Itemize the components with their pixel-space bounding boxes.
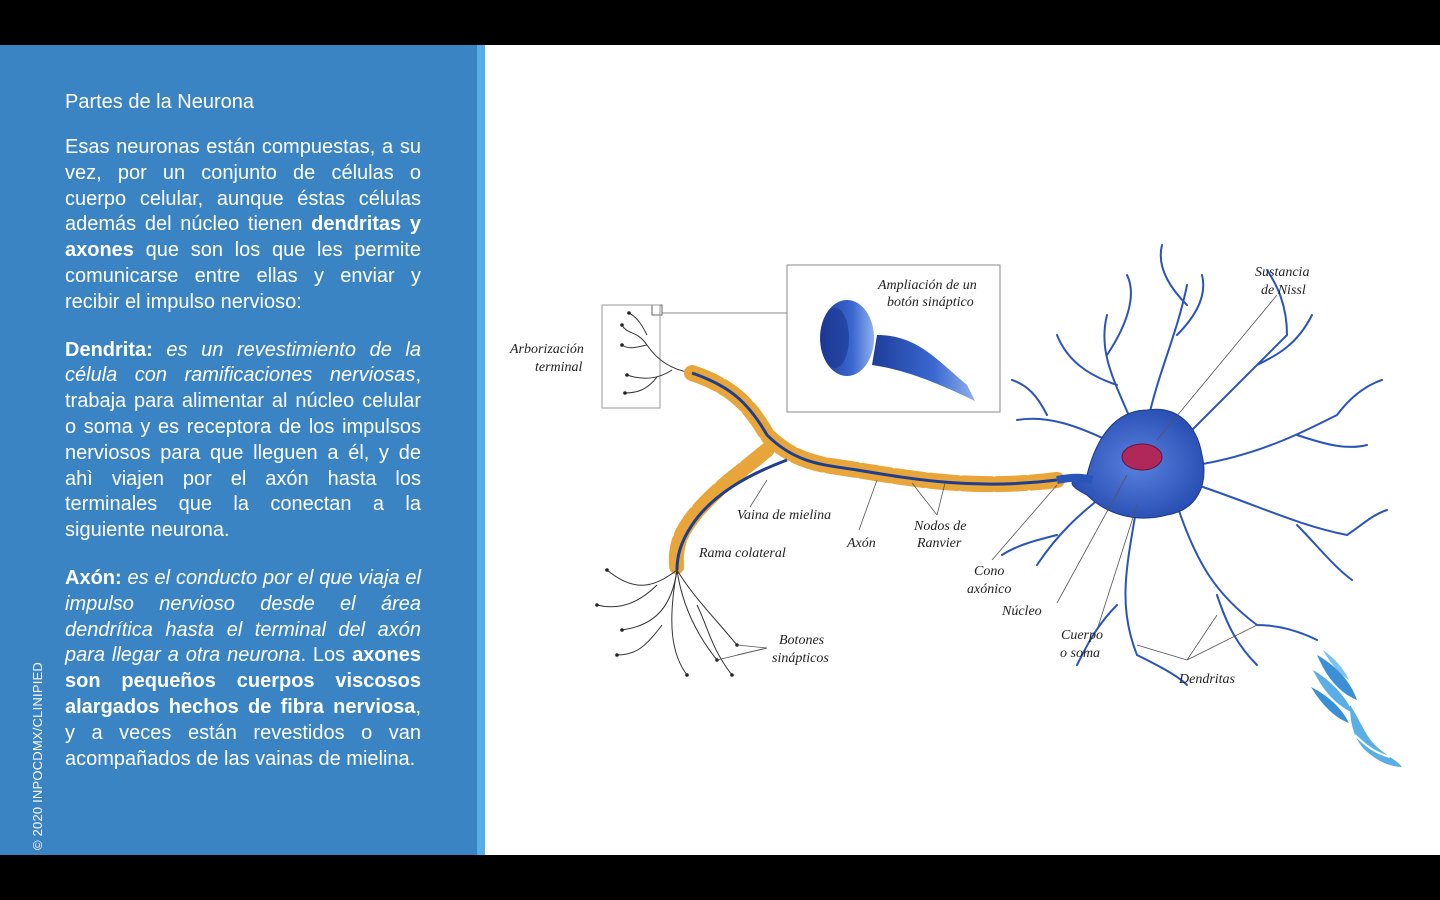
dendrita-term: Dendrita: xyxy=(65,338,153,361)
soma xyxy=(1056,408,1205,519)
dendrita-paragraph: Dendrita: es un revestimiento de la célu… xyxy=(65,338,421,544)
label-cuerpo-line1: Cuerpo xyxy=(1061,628,1103,643)
axon-paragraph: Axón: es el conducto por el que viaja el… xyxy=(65,566,421,772)
slide-title: Partes de la Neurona xyxy=(65,91,255,113)
label-nissl-line2: de Nissl xyxy=(1261,283,1306,298)
label-cono-line2: axónico xyxy=(967,582,1011,597)
axon-text: . Los xyxy=(300,644,353,667)
dendrita-text: , trabaja para alimentar al núcleo celul… xyxy=(65,364,421,542)
label-cono-line1: Cono xyxy=(974,564,1004,579)
label-nodos-line1: Nodos de xyxy=(913,519,967,534)
axon-bold: axones son pequeños cuerpos viscosos ala… xyxy=(65,644,421,718)
text-block: Partes de la Neurona Esas neuronas están… xyxy=(65,89,421,794)
terminal-arborization xyxy=(601,304,693,409)
text-panel: Partes de la Neurona Esas neuronas están… xyxy=(0,45,477,855)
label-dendritas: Dendritas xyxy=(1178,672,1236,687)
label-vaina: Vaina de mielina xyxy=(737,508,831,523)
label-cuerpo-line2: o soma xyxy=(1060,646,1100,661)
axon-text-end: , y a veces están revestidos o van acomp… xyxy=(65,695,421,770)
leader-lines xyxy=(716,294,1278,661)
label-arbor-line1: Arborización xyxy=(509,342,584,357)
label-axon: Axón xyxy=(846,536,876,551)
label-zoom-line2: botón sináptico xyxy=(887,295,974,310)
intro-text: Esas neuronas están compuestas, a su vez… xyxy=(65,136,421,236)
copyright-notice: © 2020 INPOCDMX/CLINIPIED xyxy=(30,662,45,850)
label-nissl-line1: Sustancia xyxy=(1255,265,1309,280)
panel-divider xyxy=(477,45,485,855)
synaptic-button-inset xyxy=(651,264,1001,413)
label-nodos-line2: Ranvier xyxy=(916,536,962,551)
intro-text-end: que son los que les permite comunicarse … xyxy=(65,239,421,313)
axon xyxy=(668,365,1065,578)
label-zoom-line1: Ampliación de un xyxy=(877,278,977,293)
dendrites xyxy=(1001,244,1388,686)
axon-definition: es el conducto por el que viaja el impul… xyxy=(65,566,421,667)
label-rama: Rama colateral xyxy=(698,546,786,561)
axon-term: Axón: xyxy=(65,566,122,589)
slide: Partes de la Neurona Esas neuronas están… xyxy=(0,45,1440,855)
label-botones-line1: Botones xyxy=(779,633,825,648)
neuron-diagram: Ampliación de un botón sináptico Arboriz… xyxy=(509,244,1388,687)
label-botones-line2: sinápticos xyxy=(772,651,829,666)
nucleus xyxy=(1121,443,1163,471)
dendrita-definition: es un revestimiento de la célula con ram… xyxy=(65,338,421,387)
label-arbor-line2: terminal xyxy=(535,360,583,375)
wing-logo-icon xyxy=(1311,650,1402,767)
intro-paragraph: Esas neuronas están compuestas, a su vez… xyxy=(65,135,421,316)
label-nucleo: Núcleo xyxy=(1001,604,1042,619)
synaptic-buttons xyxy=(596,569,738,676)
intro-bold: dendritas y axones xyxy=(65,213,421,262)
